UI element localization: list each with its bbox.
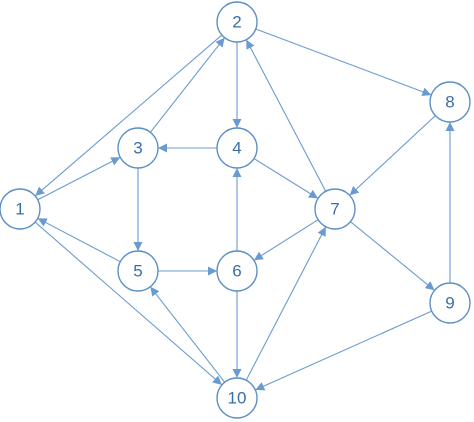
node-label: 7 bbox=[330, 200, 339, 219]
node-10: 10 bbox=[216, 377, 258, 419]
node-label: 10 bbox=[228, 389, 247, 408]
node-label: 2 bbox=[232, 13, 241, 32]
node-circle bbox=[429, 282, 471, 324]
edge-10-to-5 bbox=[149, 286, 226, 383]
node-circle bbox=[0, 188, 41, 230]
node-8: 8 bbox=[429, 81, 471, 123]
node-circle bbox=[216, 127, 258, 169]
node-label: 1 bbox=[15, 200, 24, 219]
edge-1-to-10 bbox=[34, 221, 223, 386]
node-5: 5 bbox=[117, 250, 159, 292]
node-label: 6 bbox=[232, 262, 241, 281]
node-circle bbox=[314, 188, 356, 230]
edge-1-to-3 bbox=[37, 156, 121, 201]
edge-3-to-2 bbox=[149, 37, 226, 133]
node-9: 9 bbox=[429, 282, 471, 324]
edge-4-to-7 bbox=[253, 158, 319, 199]
edge-10-to-7 bbox=[245, 226, 327, 381]
node-6: 6 bbox=[216, 250, 258, 292]
node-circle bbox=[117, 250, 159, 292]
edge-8-to-7 bbox=[349, 115, 436, 196]
edge-2-to-1 bbox=[34, 34, 223, 197]
node-label: 9 bbox=[445, 294, 454, 313]
node-circle bbox=[216, 377, 258, 419]
node-label: 8 bbox=[445, 93, 454, 112]
edge-2-to-8 bbox=[255, 28, 432, 97]
node-label: 3 bbox=[133, 139, 142, 158]
node-circle bbox=[216, 1, 258, 43]
node-label: 4 bbox=[232, 139, 241, 158]
node-7: 7 bbox=[314, 188, 356, 230]
node-1: 1 bbox=[0, 188, 41, 230]
node-4: 4 bbox=[216, 127, 258, 169]
edge-7-to-6 bbox=[253, 219, 319, 261]
edge-7-to-9 bbox=[350, 221, 435, 291]
node-label: 5 bbox=[133, 262, 142, 281]
node-3: 3 bbox=[117, 127, 159, 169]
node-circle bbox=[216, 250, 258, 292]
node-2: 2 bbox=[216, 1, 258, 43]
node-circle bbox=[429, 81, 471, 123]
edges-layer bbox=[34, 28, 455, 391]
edge-7-to-2 bbox=[245, 39, 327, 192]
edge-9-to-10 bbox=[255, 310, 432, 391]
edge-5-to-1 bbox=[37, 217, 121, 263]
node-circle bbox=[117, 127, 159, 169]
